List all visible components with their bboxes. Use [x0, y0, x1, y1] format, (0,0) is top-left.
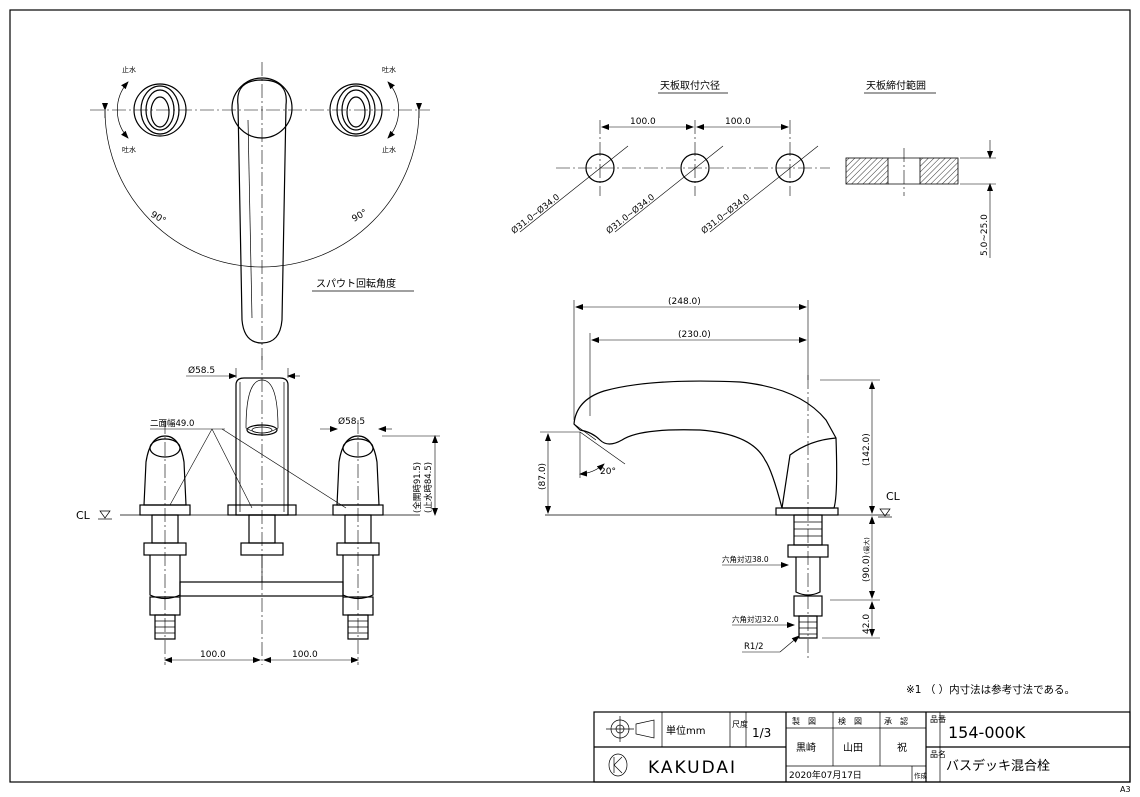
- label-spout-right: 吐水: [382, 65, 396, 74]
- side-depth: 42.0: [862, 614, 872, 634]
- checked-by: 山田: [843, 742, 863, 754]
- col-approved: 承 認: [884, 716, 908, 726]
- label-stop-right: 止水: [382, 145, 396, 154]
- unit-label: 単位mm: [666, 724, 705, 737]
- front-flat-width: 二面幅49.0: [150, 418, 194, 429]
- front-cl-label: CL: [76, 509, 91, 522]
- part-number: 154-000K: [948, 723, 1026, 742]
- part-name: バスデッキ混合栓: [946, 758, 1050, 774]
- deck-view: 天板締付範囲 5.0~25.0: [845, 79, 996, 258]
- deck-section-right: [919, 157, 959, 185]
- side-hex-38: 六角対辺38.0: [722, 554, 769, 564]
- side-length-total: (248.0): [668, 297, 701, 307]
- side-thread: R1/2: [744, 642, 764, 652]
- date-suffix: 作成: [914, 771, 928, 780]
- company-name: KAKUDAI: [648, 758, 737, 778]
- hole-diameter-1: Ø31.0~Ø34.0: [509, 192, 562, 237]
- title-block: 単位mm 尺度 1/3 製 図 検 図 承 認 黒崎 山田 祝 品番 154-0…: [593, 711, 1131, 783]
- scale-value: 1/3: [752, 726, 771, 740]
- spout-top: [231, 77, 293, 344]
- hole-view-title: 天板取付穴径: [660, 79, 720, 92]
- part-no-label: 品番: [930, 714, 946, 724]
- company-logo: [608, 753, 628, 777]
- front-spout-diameter: Ø58.5: [188, 365, 215, 376]
- hole-view: 天板取付穴径 100.0 100.0 Ø31.0~Ø34.0 Ø31.0~Ø34…: [509, 79, 830, 236]
- hole-spacing-2: 100.0: [725, 117, 751, 127]
- deck-view-title: 天板締付範囲: [866, 79, 926, 92]
- front-height-closed: (止水時84.5): [423, 462, 434, 513]
- side-angle: 20°: [600, 467, 616, 477]
- sheet-size: A3: [1120, 785, 1131, 794]
- side-cl-label: CL: [886, 490, 901, 503]
- side-view: CL (248.0) (230.0) (142.0) (87.0) 20° 六角…: [538, 297, 901, 660]
- hole-diameter-2: Ø31.0~Ø34.0: [604, 192, 657, 237]
- front-underdeck: [143, 514, 380, 640]
- left-handle-top: [116, 81, 187, 139]
- label-spout-left: 吐水: [122, 145, 136, 154]
- side-hex-32: 六角対辺32.0: [732, 614, 779, 624]
- side-height-outlet: (87.0): [538, 463, 548, 490]
- hole-2: [680, 153, 710, 183]
- side-length-spout: (230.0): [678, 330, 711, 340]
- top-view: 止水 吐水 吐水 止水 90° 90° スパウト回転角度: [90, 62, 430, 360]
- reference-note: ※1 （ ）内寸法は参考寸法である。: [906, 683, 1075, 696]
- side-shank-tolerance: (最大): [863, 537, 871, 554]
- deck-section-left: [845, 157, 889, 185]
- drawing-frame: [9, 9, 1131, 783]
- rotation-caption: スパウト回転角度: [316, 277, 396, 290]
- front-height-open: (全開時91.5): [412, 462, 423, 513]
- front-spacing-left: 100.0: [200, 650, 226, 660]
- front-view: CL: [76, 356, 440, 665]
- deck-thickness: 5.0~25.0: [980, 214, 990, 256]
- label-stop-left: 止水: [122, 65, 136, 74]
- col-drawn: 製 図: [792, 716, 816, 726]
- hole-1: [585, 153, 615, 183]
- hole-diameter-3: Ø31.0~Ø34.0: [699, 192, 752, 237]
- drawing-date: 2020年07月17日: [789, 769, 862, 781]
- side-shank: [787, 514, 829, 639]
- right-handle-top: [329, 81, 400, 139]
- approved-by: 祝: [897, 741, 907, 754]
- drawn-by: 黒崎: [796, 741, 816, 754]
- hole-3: [775, 153, 805, 183]
- front-spacing-right: 100.0: [292, 650, 318, 660]
- side-height-spout: (142.0): [862, 433, 872, 466]
- angle-left: 90°: [149, 210, 168, 227]
- part-name-label: 品名: [930, 749, 946, 759]
- side-spout-body: [573, 380, 838, 509]
- front-spout-body: [235, 377, 289, 516]
- front-handle-diameter: Ø58.5: [338, 416, 365, 427]
- rotation-arc: [104, 109, 420, 268]
- hole-spacing-1: 100.0: [630, 117, 656, 127]
- col-checked: 検 図: [838, 716, 862, 726]
- scale-label: 尺度: [732, 719, 748, 729]
- projection-symbol: [606, 716, 655, 742]
- angle-right: 90°: [351, 208, 370, 225]
- side-shank-length: (90.0): [862, 555, 872, 582]
